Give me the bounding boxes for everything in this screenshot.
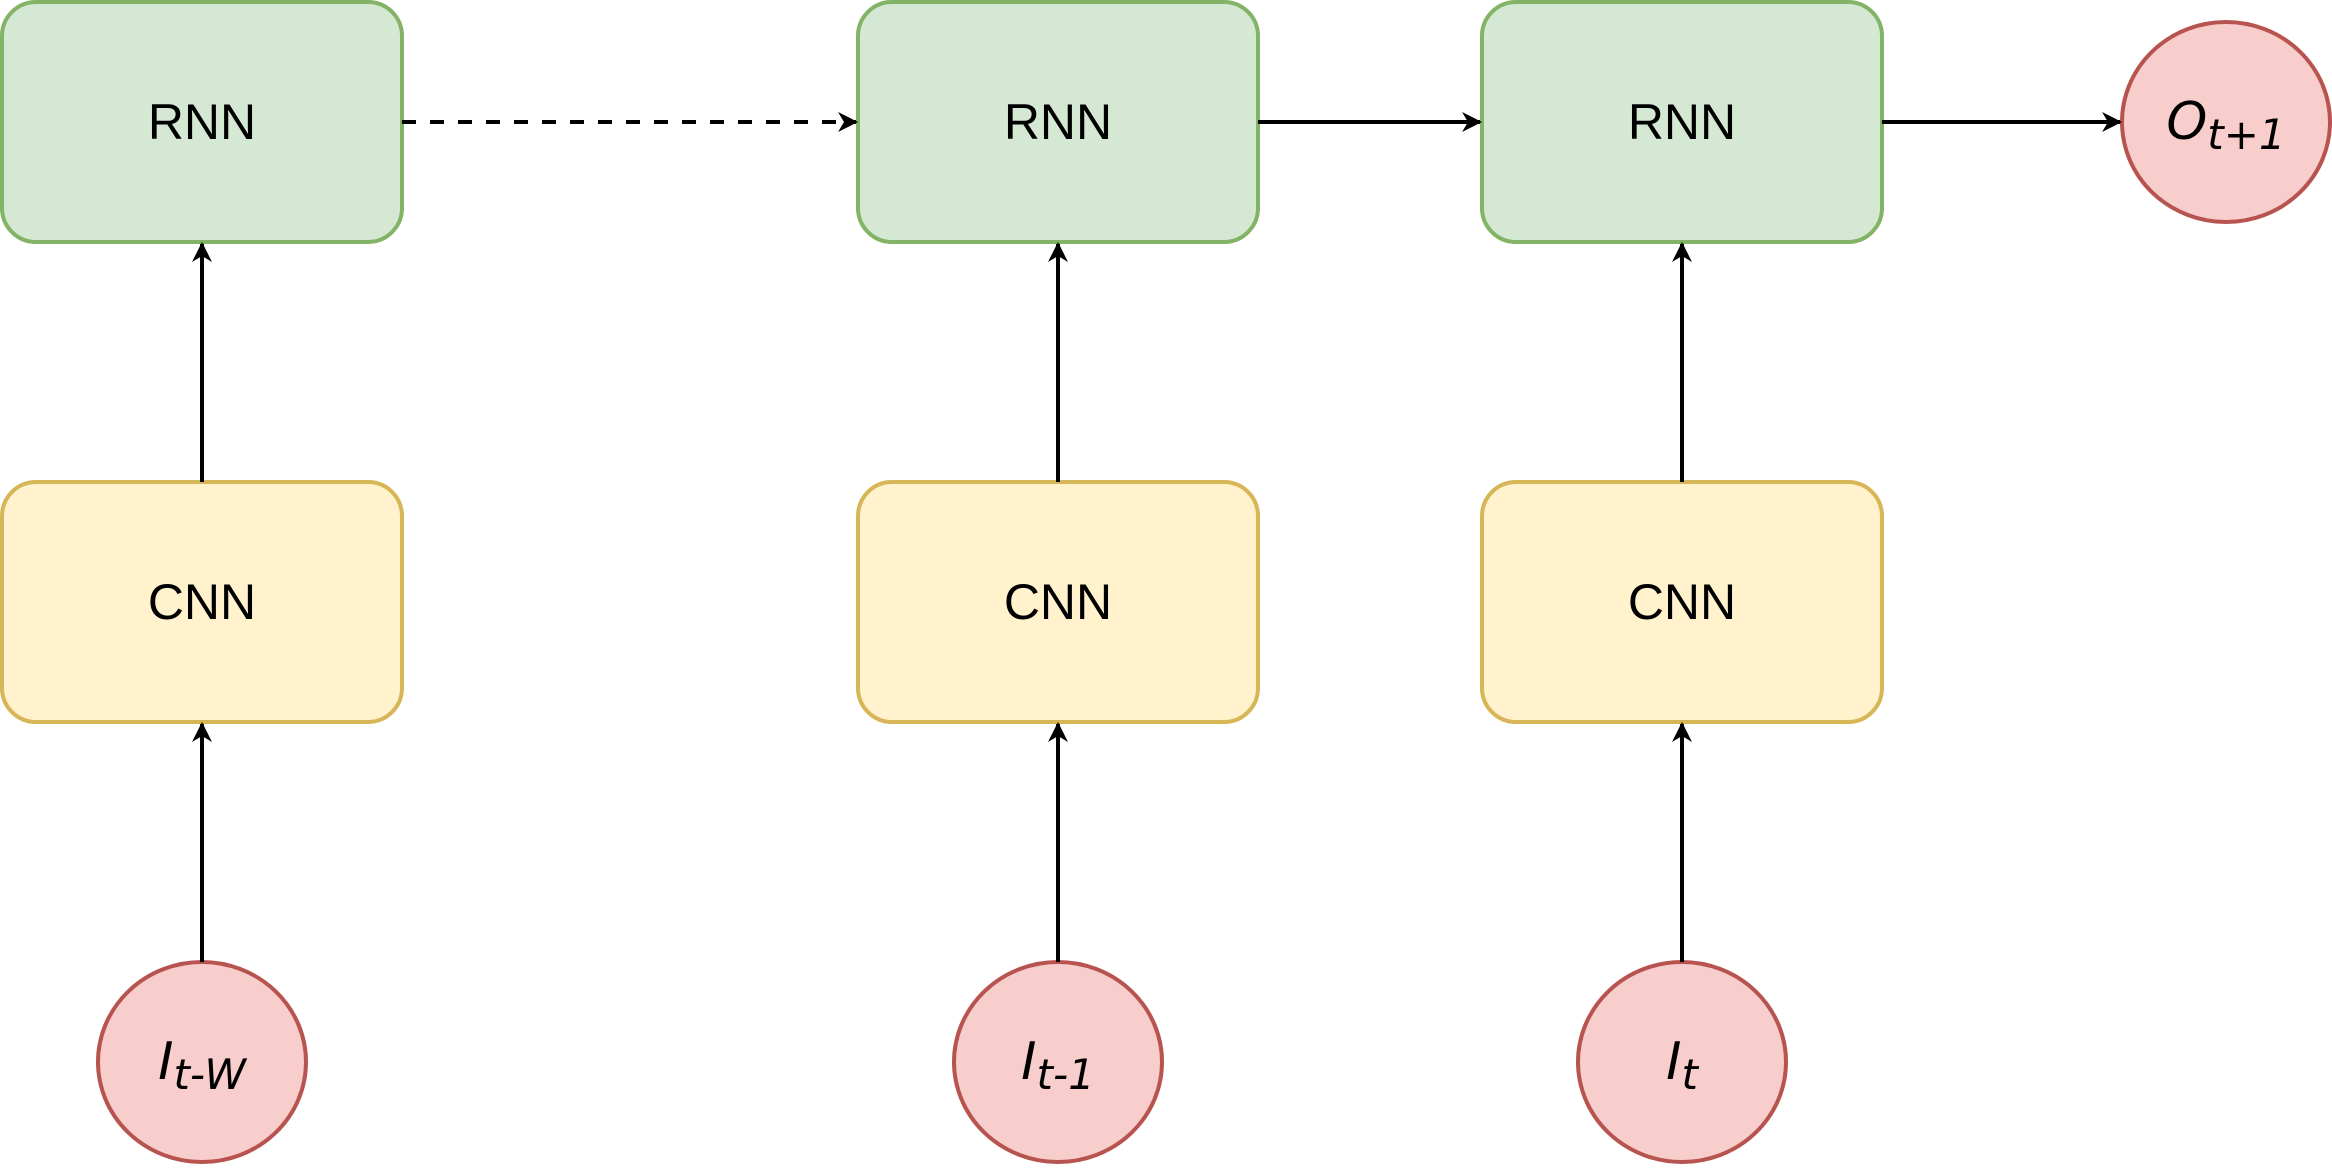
input-label-main: I <box>1021 1032 1036 1092</box>
input-label: It-1 <box>1021 1032 1095 1099</box>
column-1: RNN CNN It-1 <box>856 0 1260 1164</box>
cnn-label: CNN <box>1004 574 1112 630</box>
rnn-label: RNN <box>1004 94 1112 150</box>
input-label: It-W <box>158 1032 247 1099</box>
rnn-label: RNN <box>148 94 256 150</box>
output-node <box>2120 20 2332 224</box>
output-label: Ot+1 <box>2166 92 2285 159</box>
output-label-sub: t+1 <box>2207 110 2285 159</box>
input-label: It <box>1666 1032 1699 1099</box>
input-label-main: I <box>158 1032 173 1092</box>
cnn-label: CNN <box>148 574 256 630</box>
column-2: RNN CNN It <box>1480 0 1884 1164</box>
cnn-label: CNN <box>1628 574 1736 630</box>
output-label-main: O <box>2166 92 2207 152</box>
column-0: RNN CNN It-W <box>0 0 404 1164</box>
input-label-sub: t-W <box>173 1050 247 1099</box>
output: Ot+1 <box>2120 20 2332 224</box>
rnn-label: RNN <box>1628 94 1736 150</box>
input-label-sub: t-1 <box>1036 1050 1094 1099</box>
input-label-main: I <box>1666 1032 1681 1092</box>
input-label-sub: t <box>1681 1050 1699 1099</box>
